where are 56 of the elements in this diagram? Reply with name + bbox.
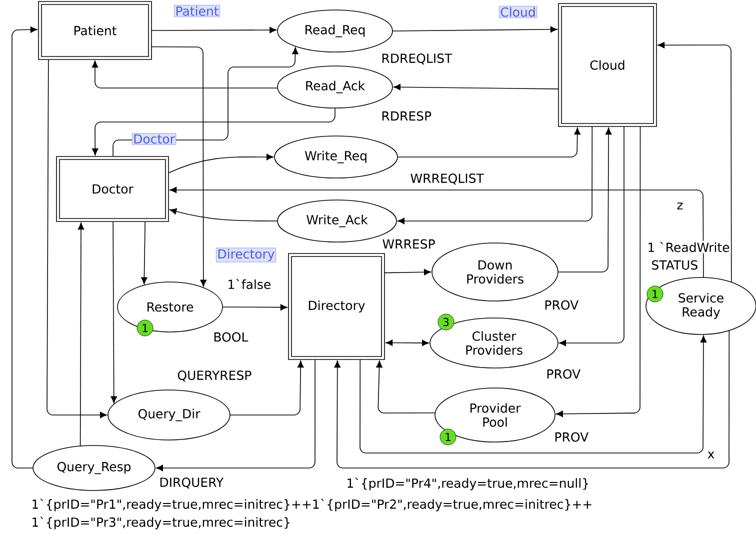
arrow [222,304,288,310]
module-box: Doctor [56,156,169,222]
arrow [110,221,117,404]
arrow [386,340,429,346]
module-box: Patient [38,1,152,60]
token-count: 1 [136,320,154,336]
arrow [92,108,336,156]
token-count: 1 [440,428,456,446]
place-label: PROV [553,431,590,443]
token-count: 1 [646,286,664,302]
module-tag: Directory [216,248,276,262]
arrow [46,59,107,418]
place-label: DIRQUERY [158,476,225,490]
module-tag: Patient [174,4,220,18]
place-label: STATUS [650,259,700,271]
arrow [398,126,593,224]
arrow [558,128,612,272]
arrow [170,208,278,222]
module-tag: Doctor [132,133,176,145]
place-label: PROV [543,299,580,311]
arrow [141,221,148,284]
place-label: RDRESP [380,110,433,122]
arrow [556,126,641,417]
place-label: RDREQLIST [380,52,454,66]
arrow [78,222,84,446]
token-count: 3 [438,314,454,330]
arrow [151,46,207,287]
arrow [384,268,431,276]
arrow [170,186,704,278]
module-box: Directory [288,253,385,360]
initial-marking: 1`{prID="Pr3",ready=true,mrec=initrec} [32,516,290,530]
module-box: Cloud [558,3,657,127]
arrow [376,360,436,414]
arrow [658,42,732,283]
place-label: BOOL [212,331,250,343]
arrow [394,84,559,90]
arrow [230,360,304,416]
arrow [360,336,707,454]
initial-marking: 1`{prID="Pr4",ready=true,mrec=null} [348,478,588,490]
place-label: PROV [545,368,582,380]
arrow [151,26,277,34]
place-label: 1`false [226,278,272,290]
arrow [156,359,316,472]
arrow [559,126,624,346]
module-tag: Cloud [498,6,538,18]
place-label: QUERYRESP [176,370,253,382]
place-label: 1 `ReadWrite [646,240,731,254]
arrow [334,330,730,468]
arrow [92,60,278,88]
place-label: WRREQLIST [409,172,485,186]
arrow [12,26,38,468]
arrow [168,154,274,174]
edge-label: z [676,202,684,210]
edge-label: x [706,450,716,460]
arrow [397,128,580,158]
arrow [392,26,558,33]
